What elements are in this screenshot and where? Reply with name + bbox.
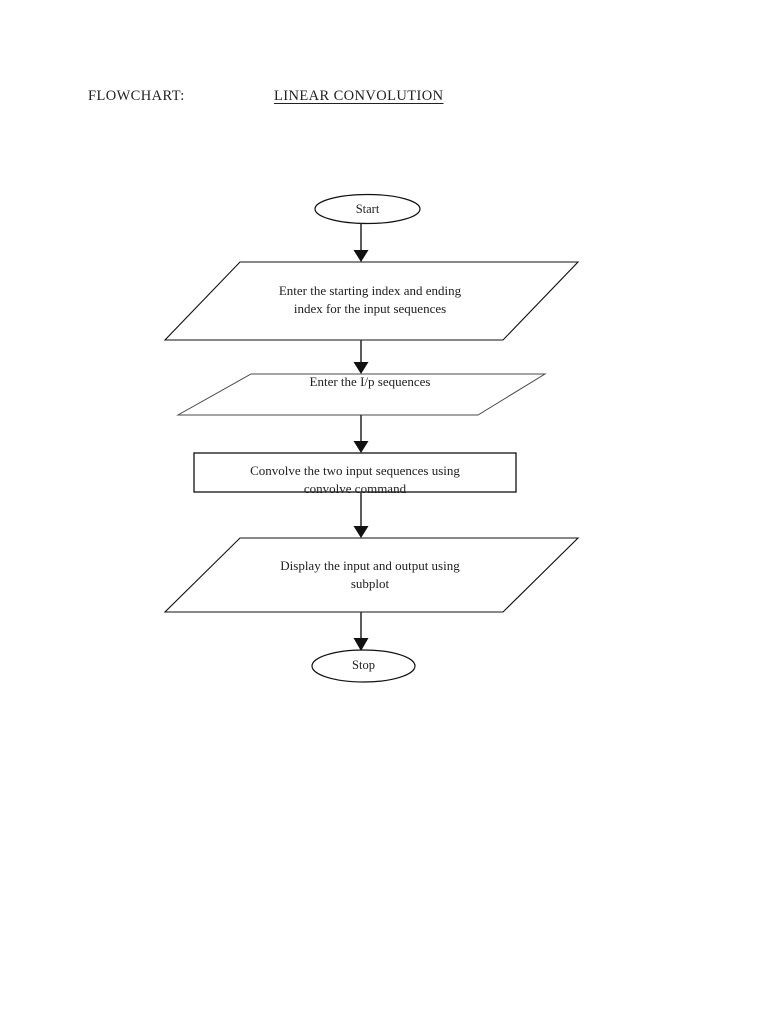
node-output-shape[interactable] (163, 537, 580, 613)
flowchart-label: FLOWCHART: (88, 88, 185, 104)
edge-output-to-stop-arrowhead (353, 638, 369, 651)
node-stop-shape[interactable] (311, 649, 416, 683)
edge-input1-to-input2-arrowhead (353, 362, 369, 374)
page-title: LINEAR CONVOLUTION (274, 88, 444, 104)
edge-process-to-output-arrowhead (353, 526, 369, 538)
edge-start-to-input1-arrowhead (353, 250, 369, 262)
node-start-shape[interactable] (314, 193, 421, 225)
node-input2-shape[interactable] (176, 373, 547, 416)
edge-input2-to-process-arrowhead (353, 441, 369, 453)
document-header: FLOWCHART: LINEAR CONVOLUTION (0, 88, 768, 114)
node-process-shape[interactable] (193, 452, 517, 493)
node-input1-shape[interactable] (163, 261, 580, 341)
